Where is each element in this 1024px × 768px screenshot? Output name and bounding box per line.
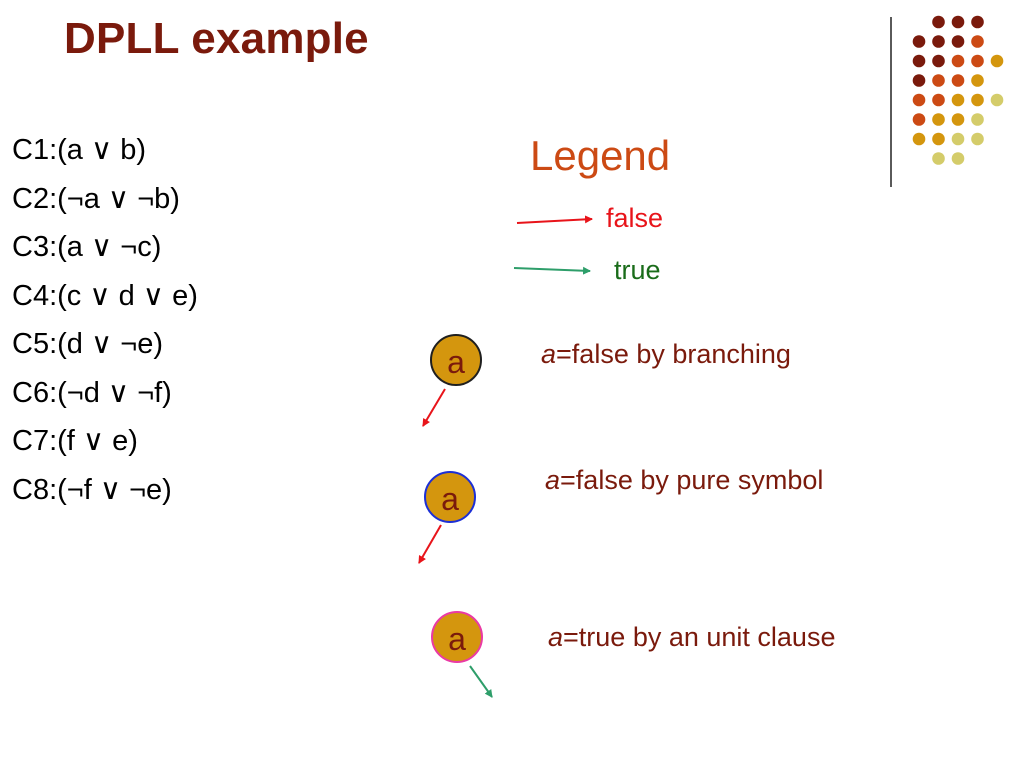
clause-item: C4:(c ∨ d ∨ e) xyxy=(12,279,198,312)
clause-list: C1:(a ∨ b) C2:(¬a ∨ ¬b) C3:(a ∨ ¬c) C4:(… xyxy=(12,126,198,514)
clause-item: C5:(d ∨ ¬e) xyxy=(12,328,163,360)
decorative-dot xyxy=(971,74,984,87)
clause-item: C8:(¬f ∨ ¬e) xyxy=(12,473,172,506)
legend-true-label: true xyxy=(614,255,661,285)
decorative-dot xyxy=(971,35,984,48)
decorative-dot xyxy=(971,132,984,146)
decorative-divider xyxy=(890,17,892,187)
decorative-dot xyxy=(932,54,945,68)
decorative-dot xyxy=(912,74,926,87)
decorative-dot xyxy=(971,15,984,29)
unit-description: a=true by an unit clause xyxy=(548,622,835,653)
clause-item: C2:(¬a ∨ ¬b) xyxy=(12,182,180,215)
decorative-dot xyxy=(912,93,926,107)
decorative-dot xyxy=(971,54,984,68)
legend-false-arrow xyxy=(516,215,593,224)
unit-true-arrow xyxy=(469,665,493,698)
clause-item: C3:(a ∨ ¬c) xyxy=(12,231,162,263)
clause-item: C7:(f ∨ e) xyxy=(12,425,138,457)
variable-node-unit: a xyxy=(431,611,483,663)
decorative-dot xyxy=(951,93,965,107)
decorative-dot xyxy=(932,15,945,29)
decorative-dot xyxy=(912,35,926,48)
slide-title: DPLL example xyxy=(64,14,369,63)
legend-title: Legend xyxy=(530,132,671,179)
pure-description: a=false by pure symbol xyxy=(545,465,823,496)
decorative-dot xyxy=(951,152,965,165)
decorative-dot xyxy=(932,152,945,165)
pure-false-arrow xyxy=(418,524,442,564)
branching-text: =false by branching xyxy=(556,339,791,369)
decorative-dot xyxy=(971,113,984,126)
legend-false-label: false xyxy=(606,203,664,233)
decorative-dot xyxy=(912,132,926,146)
decorative-dot xyxy=(951,35,965,48)
decorative-dot xyxy=(912,54,926,68)
decorative-dot xyxy=(951,132,965,146)
pure-text: =false by pure symbol xyxy=(560,465,824,495)
decorative-dot xyxy=(932,93,945,107)
decorative-dot xyxy=(990,93,1004,107)
legend-true-arrow xyxy=(513,266,591,275)
decorative-dot xyxy=(932,35,945,48)
unit-variable: a xyxy=(548,622,564,652)
decorative-dot-grid xyxy=(912,15,1004,165)
decorative-dot xyxy=(951,74,965,87)
decorative-dot xyxy=(951,54,965,68)
decorative-dot xyxy=(971,93,984,107)
unit-text: =true by an unit clause xyxy=(563,622,836,652)
decorative-dot xyxy=(912,113,926,126)
clause-item: C1:(a ∨ b) xyxy=(12,134,147,166)
decorative-dot xyxy=(932,113,945,126)
decorative-dot xyxy=(990,54,1004,68)
branching-false-arrow xyxy=(422,388,446,427)
clause-item: C6:(¬d ∨ ¬f) xyxy=(12,376,172,409)
decorative-dot xyxy=(932,132,945,146)
decorative-dot xyxy=(951,15,965,29)
branching-variable: a xyxy=(541,339,557,369)
decorative-dot xyxy=(932,74,945,87)
branching-description: a=false by branching xyxy=(541,339,791,370)
decorative-dot xyxy=(951,113,965,126)
variable-node-branching: a xyxy=(430,334,482,386)
pure-variable: a xyxy=(545,465,561,495)
variable-node-pure: a xyxy=(424,471,476,523)
